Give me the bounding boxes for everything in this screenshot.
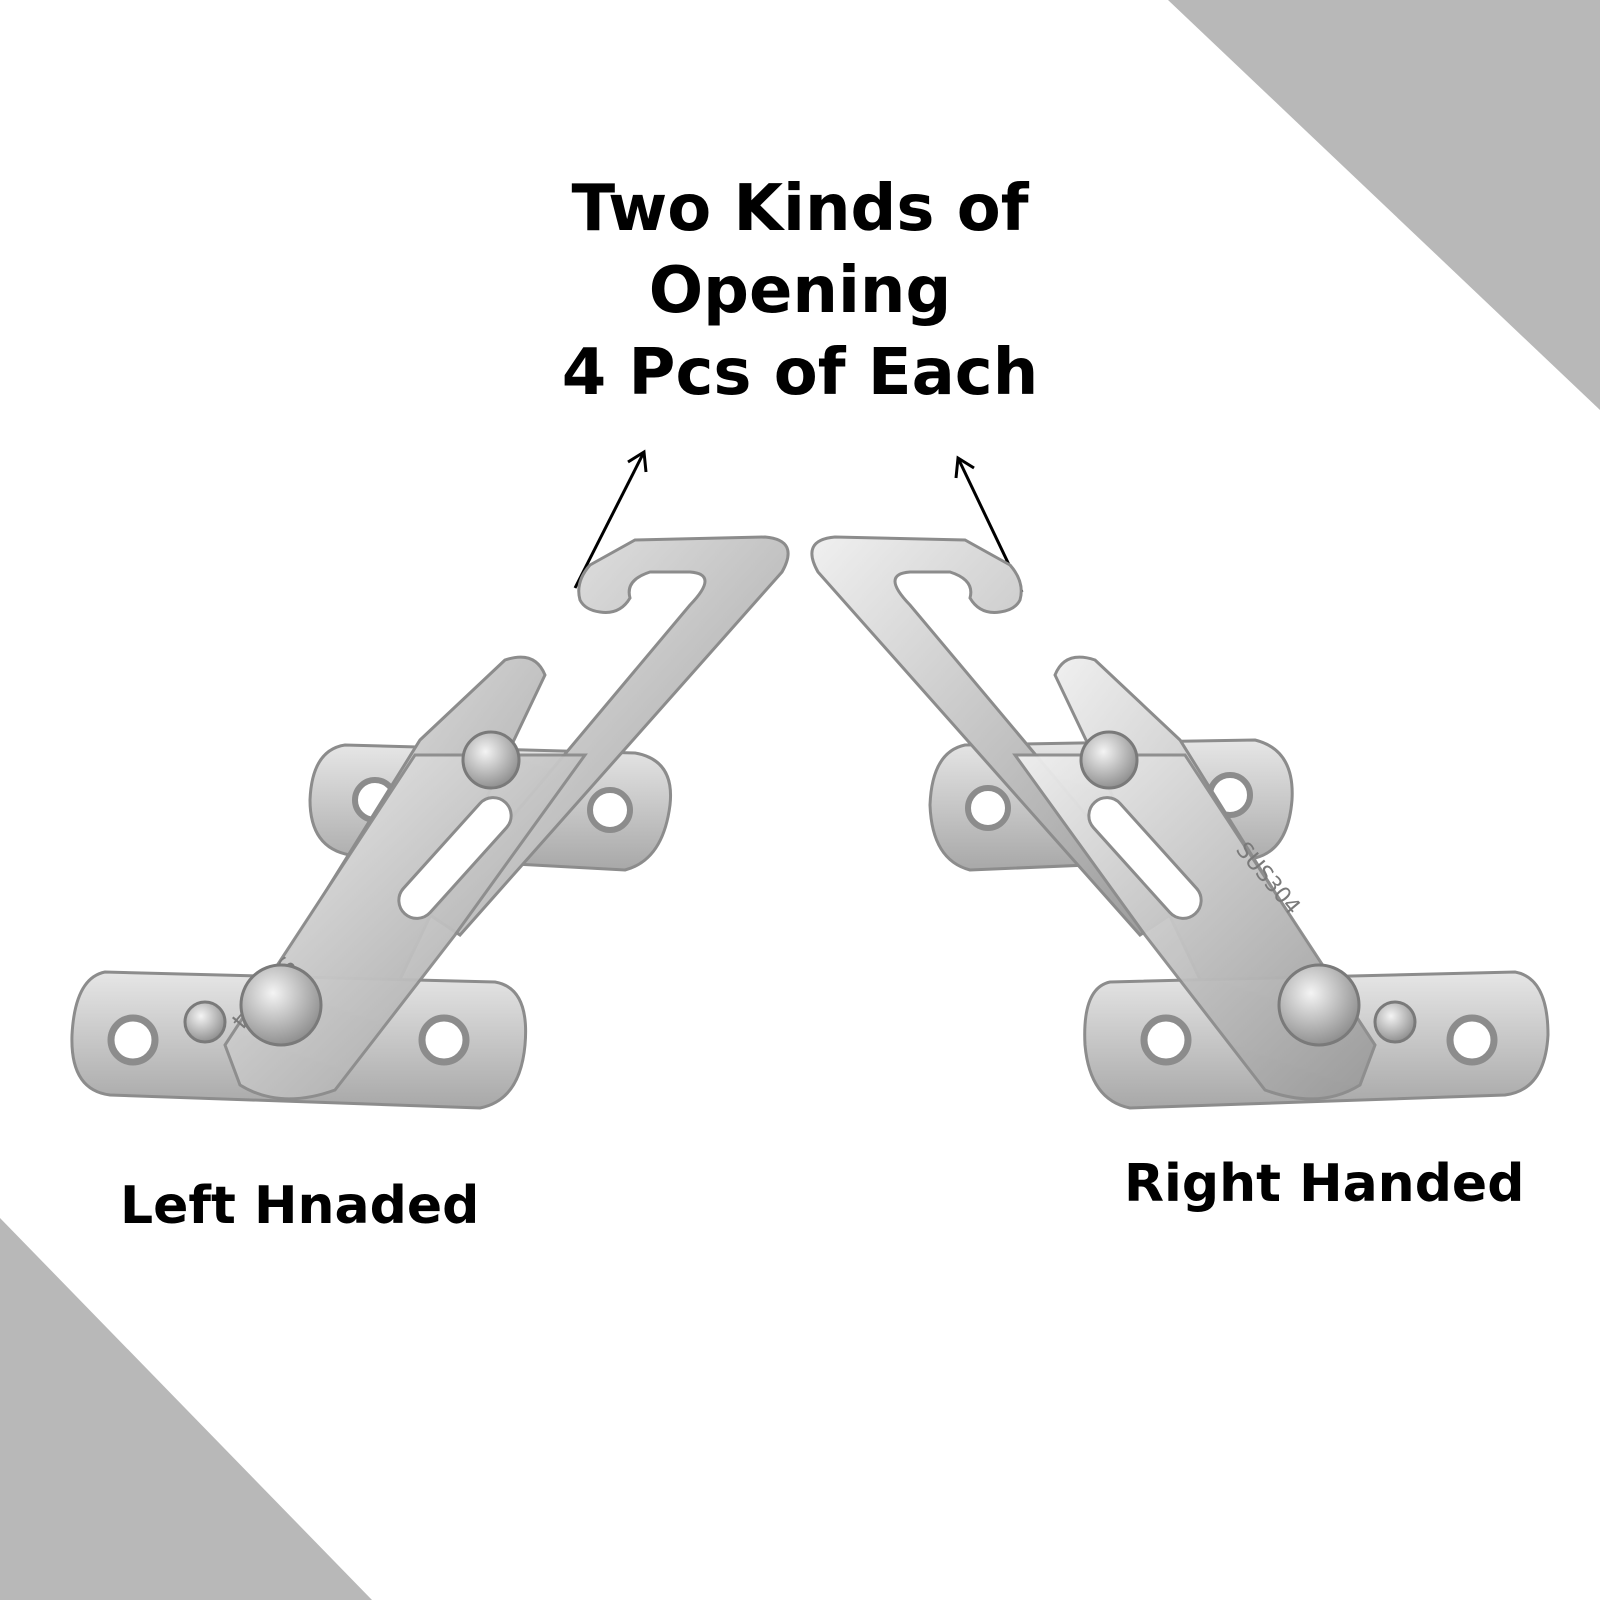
right-front-plate-hole-1 [1140,1014,1192,1066]
right-front-plate-hole-2 [1446,1014,1498,1066]
left-plate-slot [397,796,513,920]
left-front-plate-hole-2 [418,1014,470,1066]
left-pivot-pin [239,963,323,1047]
arrow-left [573,449,648,589]
right-plate-slot [1087,796,1203,920]
right-back-plate-hole-1 [965,785,1011,831]
right-handed-latch: SUS304 [810,535,1550,1110]
corner-triangle-bottom-left [0,1218,372,1600]
left-back-plate-hole-2 [587,787,633,833]
left-handed-label: Left Hnaded [120,1176,480,1236]
headline: Two Kinds of Opening 4 Pcs of Each [400,168,1200,414]
corner-triangle-top-right [1168,0,1600,410]
right-small-pin [1373,1000,1417,1044]
right-top-pin [1079,730,1139,790]
right-handed-label: Right Handed [1124,1154,1525,1214]
headline-line-3: 4 Pcs of Each [561,336,1039,410]
headline-line-2: Opening [648,254,952,328]
left-handed-latch: SUS304 [70,535,790,1110]
headline-line-1: Two Kinds of [571,172,1029,246]
left-front-plate-hole-1 [107,1014,159,1066]
left-top-pin [461,730,521,790]
left-small-pin [183,1000,227,1044]
right-pivot-pin [1277,963,1361,1047]
